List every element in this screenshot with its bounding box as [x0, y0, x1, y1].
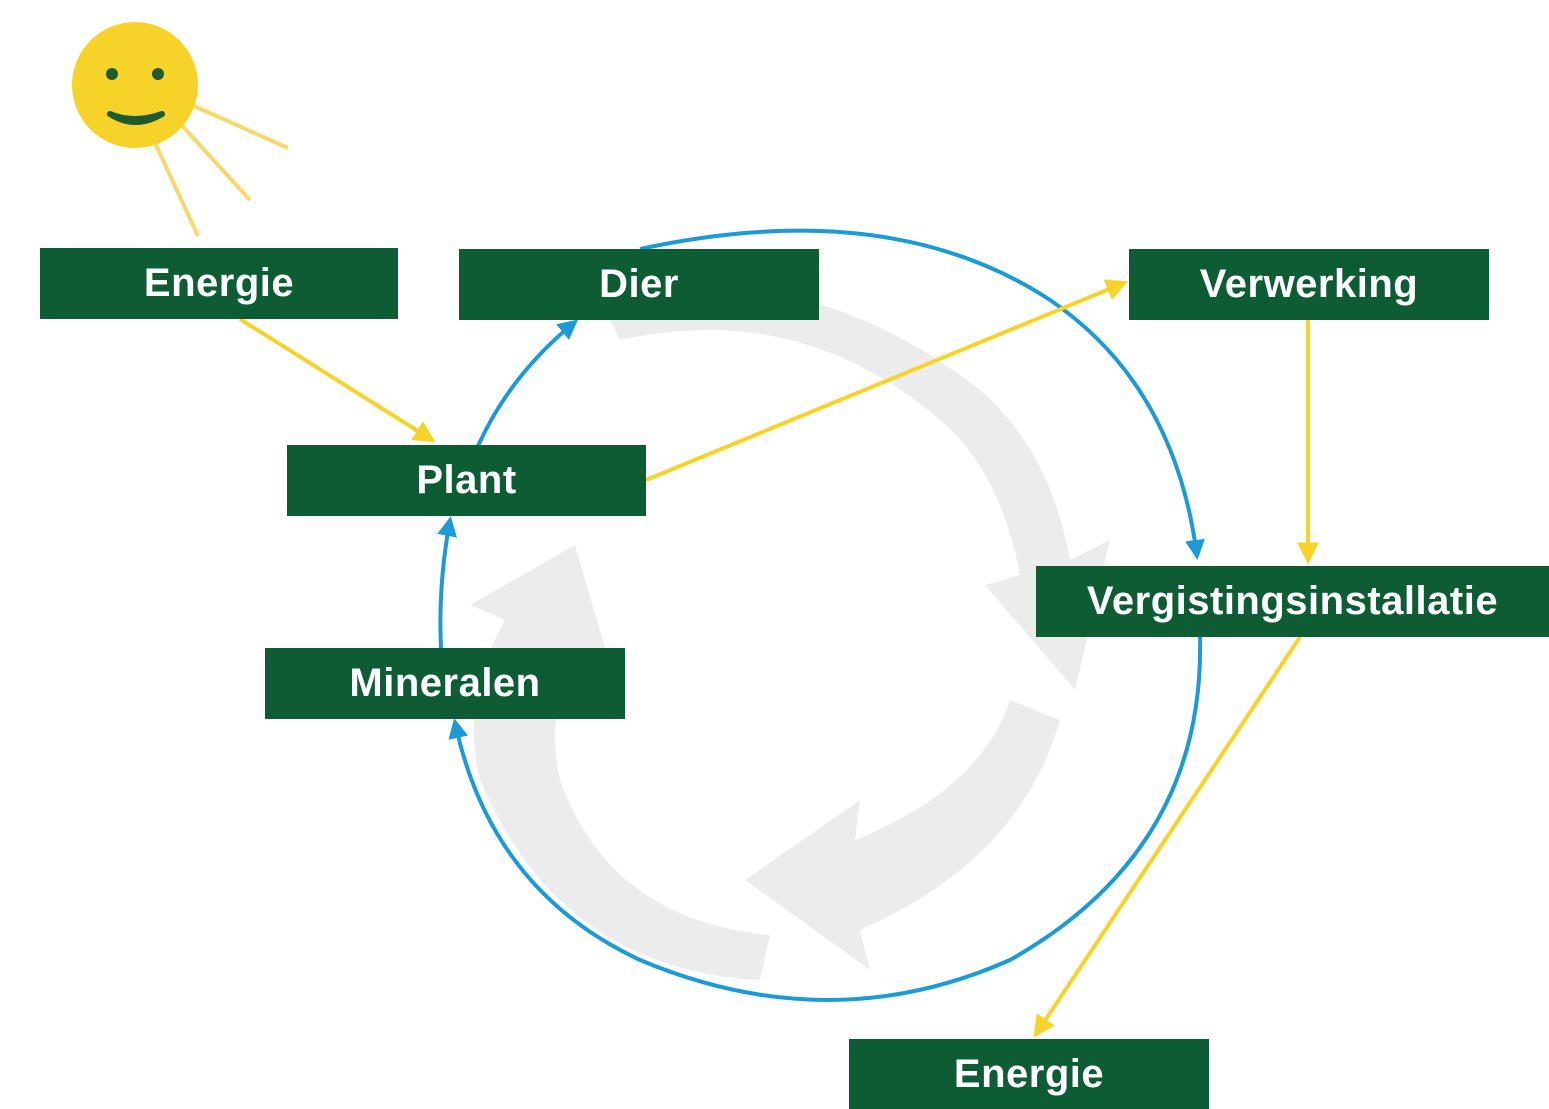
- node-energie-bottom: Energie: [849, 1039, 1209, 1109]
- arrow-mineralen-to-plant: [437, 516, 457, 649]
- recycle-arrows-icon: [470, 286, 1110, 980]
- arrow-plant-to-dier: [476, 319, 579, 447]
- arrow-dier-to-vergisting: [639, 228, 1205, 560]
- arrow-plant-to-verwerking: [645, 279, 1129, 482]
- node-dier: Dier: [459, 249, 819, 320]
- nutrient-cycle-arrows: [437, 228, 1205, 1002]
- node-vergistingsinstallatie: Vergistingsinstallatie: [1036, 566, 1549, 637]
- node-plant: Plant: [287, 445, 646, 516]
- node-energie-top: Energie: [40, 248, 398, 319]
- smiling-sun-icon: [72, 22, 289, 237]
- energy-flow-arrows: [238, 279, 1319, 1038]
- arrow-energie-to-plant: [238, 317, 436, 443]
- arrow-vergisting-to-energie: [1033, 635, 1302, 1038]
- node-verwerking: Verwerking: [1129, 249, 1489, 320]
- node-mineralen: Mineralen: [265, 648, 625, 719]
- arrow-vergisting-to-mineralen: [448, 636, 1203, 1002]
